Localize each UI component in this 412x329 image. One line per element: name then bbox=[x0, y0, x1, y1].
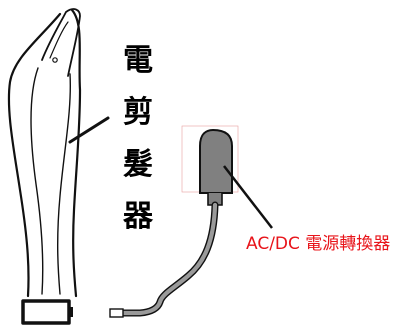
clipper-label-char-2: 剪 bbox=[123, 95, 153, 130]
hair-clipper-drawing bbox=[7, 8, 110, 325]
adapter-body bbox=[199, 128, 233, 194]
clipper-label-char-3: 髮 bbox=[123, 147, 153, 182]
clipper-pointer-line bbox=[68, 116, 110, 144]
clipper-label-char-1: 電 bbox=[123, 43, 153, 78]
adapter-drawing bbox=[109, 125, 273, 318]
dc-plug-icon bbox=[109, 308, 124, 318]
adapter-label: AC/DC 電源轉換器 bbox=[246, 234, 391, 254]
clipper-label-char-4: 器 bbox=[123, 199, 153, 234]
adapter-pointer-line bbox=[223, 165, 273, 229]
power-switch-icon bbox=[21, 299, 71, 325]
